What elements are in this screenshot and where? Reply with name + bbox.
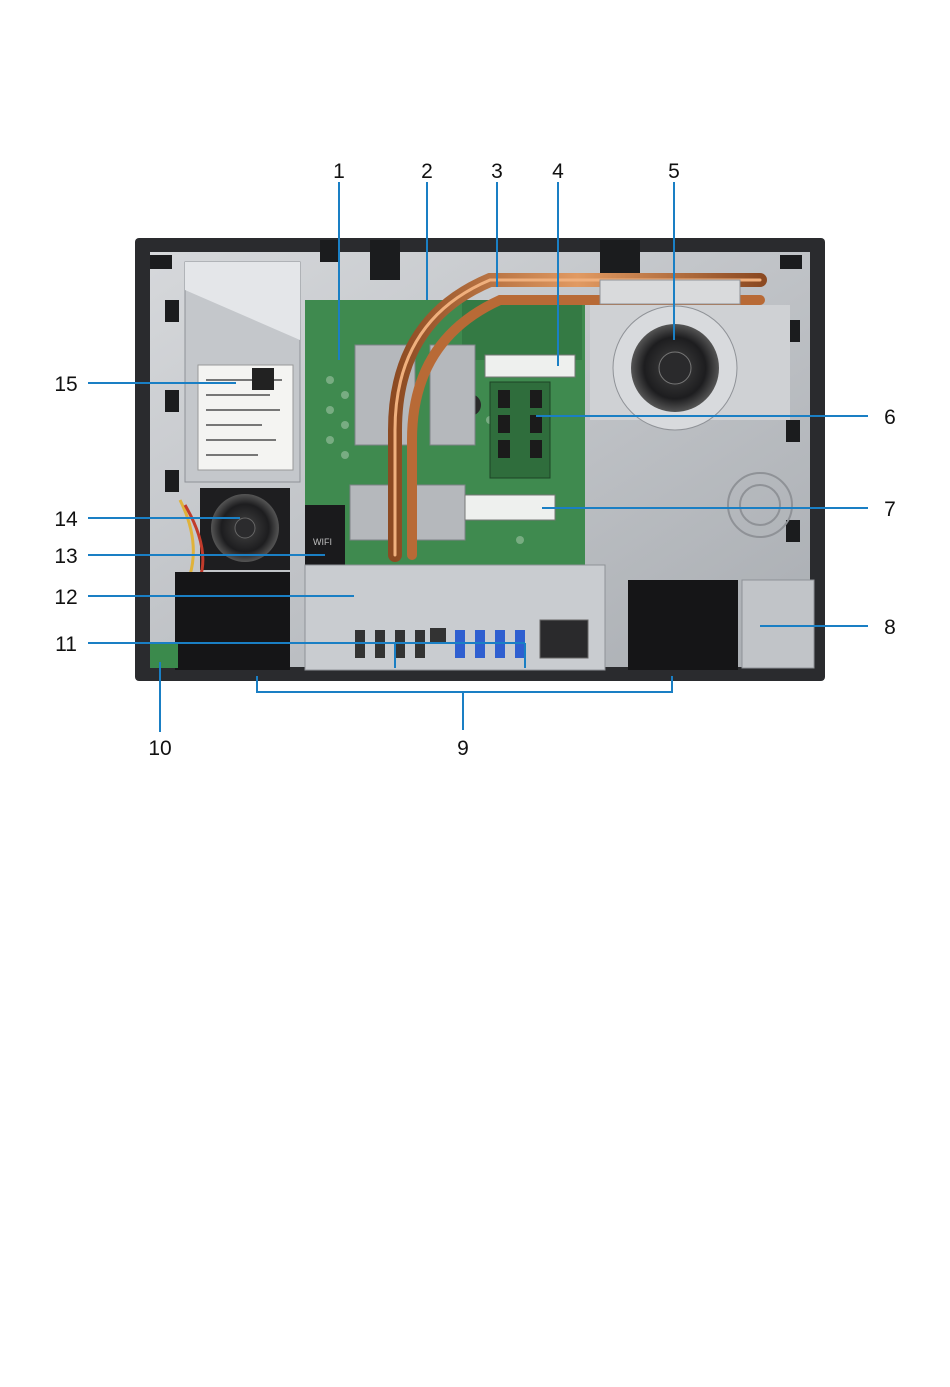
callout-6: 6	[884, 406, 896, 429]
callout-4: 4	[552, 160, 564, 183]
callout-14: 14	[54, 508, 78, 531]
memory-module	[490, 382, 550, 478]
m2-ssd-card-2	[465, 495, 555, 520]
wifi-card-text: WIFI	[313, 537, 332, 547]
callout-7: 7	[884, 498, 896, 521]
speaker-left	[175, 572, 290, 670]
power-button-board	[150, 642, 178, 668]
speaker-right	[628, 580, 738, 670]
system-fan	[590, 305, 790, 430]
callout-9: 9	[457, 737, 469, 760]
m2-ssd-card	[485, 355, 575, 377]
chassis-photo: WIFI	[135, 238, 825, 681]
callout-11: 11	[55, 633, 77, 656]
callout-2: 2	[421, 160, 433, 183]
power-socket	[540, 620, 588, 658]
power-supply-unit	[185, 262, 300, 482]
callout-13: 13	[54, 545, 77, 568]
callout-3: 3	[491, 160, 503, 183]
callout-10: 10	[148, 737, 171, 760]
callout-12: 12	[54, 586, 77, 609]
callout-8: 8	[884, 616, 896, 639]
callout-1: 1	[333, 160, 345, 183]
callout-15: 15	[54, 373, 77, 396]
heat-sink-fins	[600, 280, 740, 304]
callout-5: 5	[668, 160, 680, 183]
io-bracket	[305, 565, 605, 670]
card-reader	[742, 580, 814, 668]
